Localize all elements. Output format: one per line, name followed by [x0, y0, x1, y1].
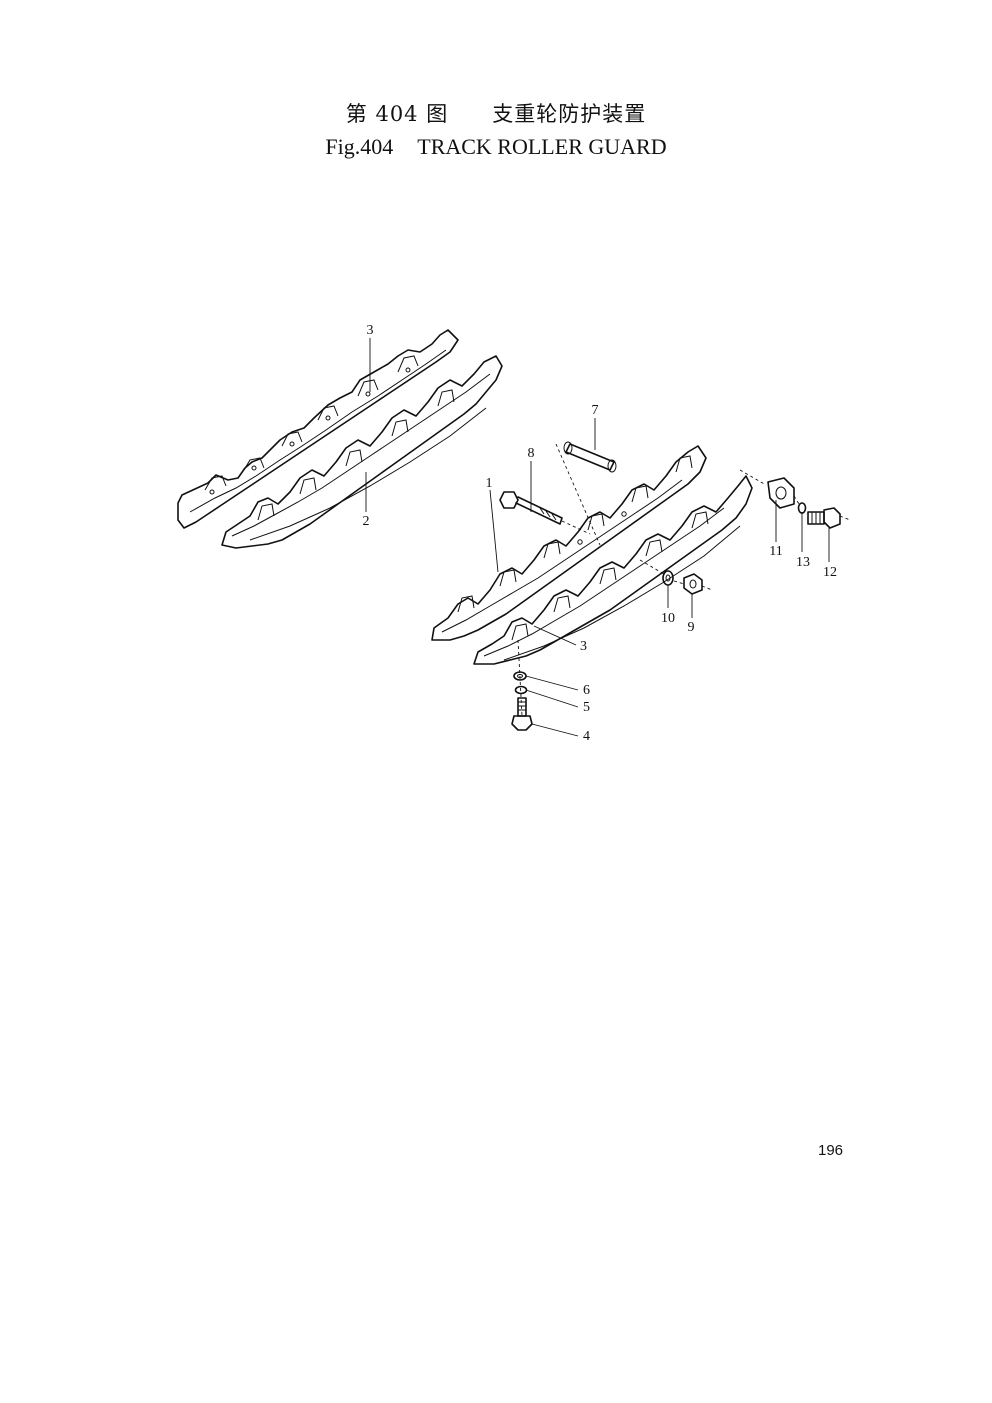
pin-part-7	[555, 441, 617, 546]
callout-8: 8	[528, 446, 535, 461]
bolt-part-12	[807, 507, 841, 529]
guard-upper-left	[177, 329, 459, 529]
bolt-part-8	[499, 491, 591, 535]
figure-caption-cn: 支重轮防护装置	[492, 102, 647, 126]
callout-1: 1	[486, 476, 493, 491]
leader-lines	[365, 338, 830, 737]
callout-4: 4	[583, 729, 590, 744]
nut-part-9	[683, 573, 703, 595]
callout-2: 2	[363, 514, 370, 529]
washer-part-10	[662, 570, 674, 586]
figure-title-english: Fig.404 TRACK ROLLER GUARD	[0, 134, 992, 160]
callout-3-right: 3	[580, 639, 587, 654]
callout-6: 6	[583, 683, 590, 698]
figure-title-chinese: 第 404 图 支重轮防护装置	[0, 98, 992, 128]
callout-labels: 3 2 7 8 1 11 13 12 10 9 3 6 5 4	[363, 323, 838, 744]
callout-11: 11	[769, 544, 782, 559]
callout-9: 9	[688, 620, 695, 635]
callout-10: 10	[661, 611, 675, 626]
callout-7: 7	[592, 403, 599, 418]
page-number: 196	[818, 1142, 844, 1159]
callout-3-left: 3	[367, 323, 374, 338]
callout-5: 5	[583, 700, 590, 715]
guard-lower-left	[221, 355, 503, 549]
washer-part-13	[797, 502, 807, 514]
figure-caption-en: TRACK ROLLER GUARD	[417, 134, 667, 159]
callout-13: 13	[796, 555, 810, 570]
bolt-part-4	[511, 697, 533, 731]
callout-12: 12	[823, 565, 837, 580]
figure-number-en: Fig.404	[325, 134, 394, 159]
plate-part-11	[767, 477, 795, 509]
guard-upper-right	[431, 445, 707, 641]
figure-number-cn: 第 404 图	[345, 102, 449, 126]
guard-lower-right	[473, 475, 753, 665]
